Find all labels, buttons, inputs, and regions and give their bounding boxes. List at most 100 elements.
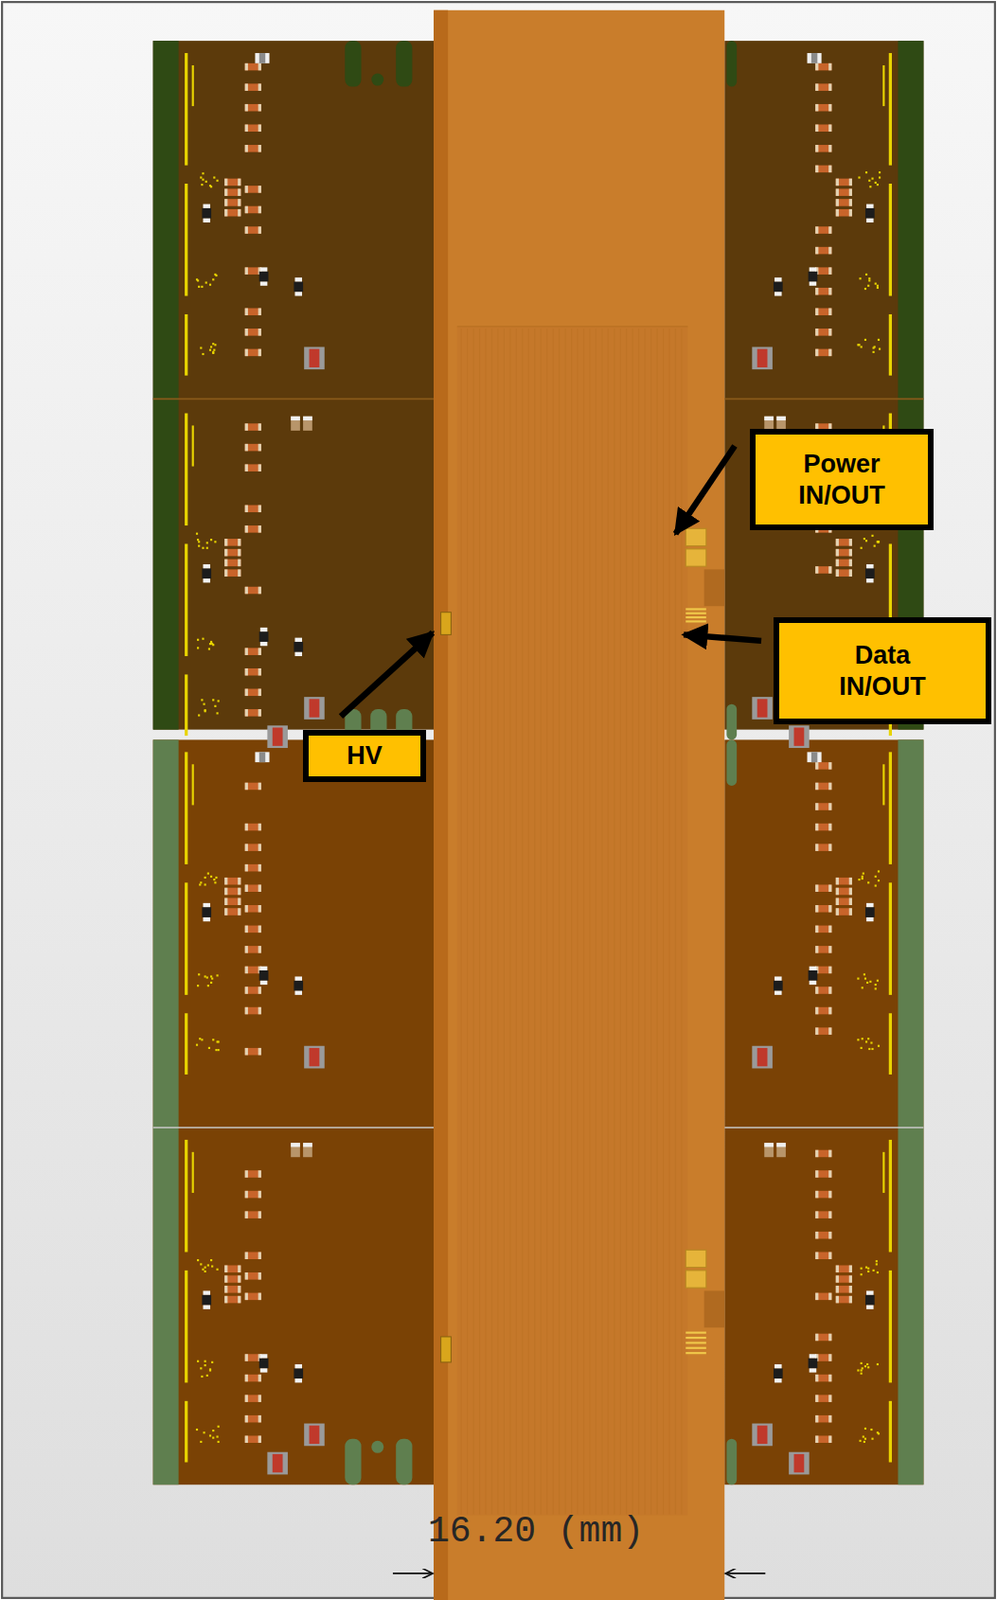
via <box>196 1360 199 1363</box>
resistor <box>815 1170 832 1178</box>
trace <box>184 413 188 527</box>
resistor-pad <box>815 226 819 234</box>
transistor <box>201 568 212 579</box>
resistor <box>815 1334 832 1342</box>
callout-text: Power IN/OUT <box>780 448 904 512</box>
resistor <box>245 423 262 431</box>
transistor-pad <box>866 903 874 908</box>
transistor <box>201 1295 212 1306</box>
resistor <box>245 463 262 472</box>
resistor-pad <box>258 63 262 72</box>
resistor <box>836 897 853 906</box>
resistor-pad <box>224 538 228 547</box>
via <box>860 1267 863 1270</box>
transistor <box>293 281 303 292</box>
resistor-pad <box>237 209 241 217</box>
resistor-pad <box>815 328 819 337</box>
via <box>199 1441 202 1443</box>
trace <box>184 53 188 166</box>
resistor-pad <box>815 905 819 913</box>
flex-trace <box>644 328 646 1514</box>
resistor <box>815 966 832 975</box>
resistor <box>245 104 262 112</box>
resistor <box>224 888 241 896</box>
resistor <box>836 1296 853 1304</box>
transistor <box>773 1368 784 1379</box>
resistor <box>815 884 832 892</box>
capacitor <box>259 53 266 64</box>
flex-trace <box>607 328 609 1514</box>
resistor <box>245 986 262 995</box>
resistor-pad <box>815 843 819 852</box>
data-pad <box>685 1352 707 1354</box>
resistor <box>245 267 262 275</box>
resistor-pad <box>258 104 262 112</box>
resistor <box>245 1272 262 1281</box>
trace <box>889 751 892 865</box>
trace <box>184 1013 188 1075</box>
trace <box>184 314 188 376</box>
transistor-pad <box>260 980 268 985</box>
via <box>876 540 879 543</box>
transistor-pad <box>866 204 874 209</box>
resistor-pad <box>258 328 262 337</box>
capacitor <box>751 696 773 720</box>
transistor-pad <box>809 267 818 271</box>
capacitor <box>303 1046 325 1069</box>
resistor-pad <box>828 986 832 995</box>
via <box>861 1367 864 1370</box>
resistor <box>224 538 241 547</box>
resistor-pad <box>849 907 853 916</box>
board-hole <box>371 73 384 87</box>
flex-trace <box>521 328 523 1514</box>
resistor-pad <box>828 104 832 112</box>
via <box>865 273 868 276</box>
resistor-pad <box>224 549 228 557</box>
resistor-pad <box>224 569 228 577</box>
via <box>876 1271 879 1274</box>
resistor <box>815 1415 832 1424</box>
capacitor <box>757 1425 768 1444</box>
via <box>197 285 200 288</box>
transistor-pad <box>260 641 268 646</box>
via <box>196 538 199 541</box>
capacitor <box>807 53 822 64</box>
resistor-pad <box>849 538 853 547</box>
via <box>206 541 209 544</box>
resistor-pad <box>245 349 249 357</box>
resistor <box>245 843 262 852</box>
capacitor <box>290 1142 301 1158</box>
resistor <box>836 1275 853 1283</box>
resistor-pad <box>245 1353 249 1362</box>
via <box>215 712 218 714</box>
resistor <box>245 1415 262 1424</box>
resistor-pad <box>245 986 249 995</box>
resistor-pad <box>849 198 853 207</box>
data-pad <box>685 620 707 623</box>
flex-trace <box>632 328 634 1514</box>
transistor <box>293 641 303 653</box>
flex-trace <box>540 328 542 1514</box>
via <box>864 287 867 290</box>
resistor <box>245 647 262 656</box>
resistor-pad <box>245 63 249 72</box>
via <box>197 713 200 716</box>
via <box>865 1040 868 1043</box>
via <box>208 647 211 650</box>
resistor-pad <box>815 349 819 357</box>
resistor <box>245 1293 262 1301</box>
via <box>211 1264 214 1267</box>
resistor-pad <box>258 1293 262 1301</box>
pcb-board <box>153 40 434 730</box>
resistor-pad <box>237 198 241 207</box>
resistor <box>245 505 262 514</box>
resistor <box>224 549 241 557</box>
resistor-pad <box>245 525 249 534</box>
transistor <box>808 1358 819 1370</box>
resistor <box>245 1394 262 1403</box>
transistor <box>259 631 269 642</box>
transistor-pad <box>202 917 211 922</box>
data-pad <box>685 607 707 610</box>
via <box>860 547 863 550</box>
